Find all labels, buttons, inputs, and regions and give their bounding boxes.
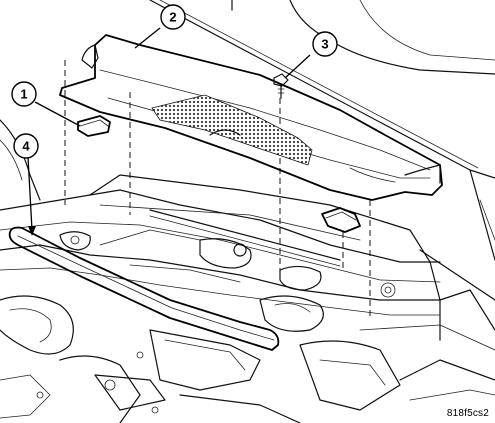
callout-2-label: 2 bbox=[169, 10, 176, 25]
callout-3: 3 bbox=[312, 31, 338, 57]
clip-right bbox=[321, 207, 361, 233]
callout-2: 2 bbox=[160, 4, 186, 30]
fastener-part-3 bbox=[273, 73, 289, 99]
callout-1-label: 1 bbox=[20, 87, 27, 102]
alignment-lines bbox=[64, 60, 371, 320]
callout-4: 4 bbox=[13, 133, 39, 159]
callout-leaders bbox=[27, 27, 311, 236]
cowl-top-panel bbox=[59, 34, 443, 201]
figure-code: 818f5cs2 bbox=[446, 408, 489, 419]
engine-bay bbox=[0, 119, 495, 423]
hood-outline bbox=[149, 0, 495, 301]
seal-strip-part-4 bbox=[8, 226, 280, 351]
callout-1: 1 bbox=[11, 81, 37, 107]
clip-part-1 bbox=[77, 115, 111, 137]
cowl-grille-mesh bbox=[151, 94, 313, 166]
callout-4-label: 4 bbox=[22, 139, 30, 154]
callout-3-label: 3 bbox=[321, 37, 328, 52]
